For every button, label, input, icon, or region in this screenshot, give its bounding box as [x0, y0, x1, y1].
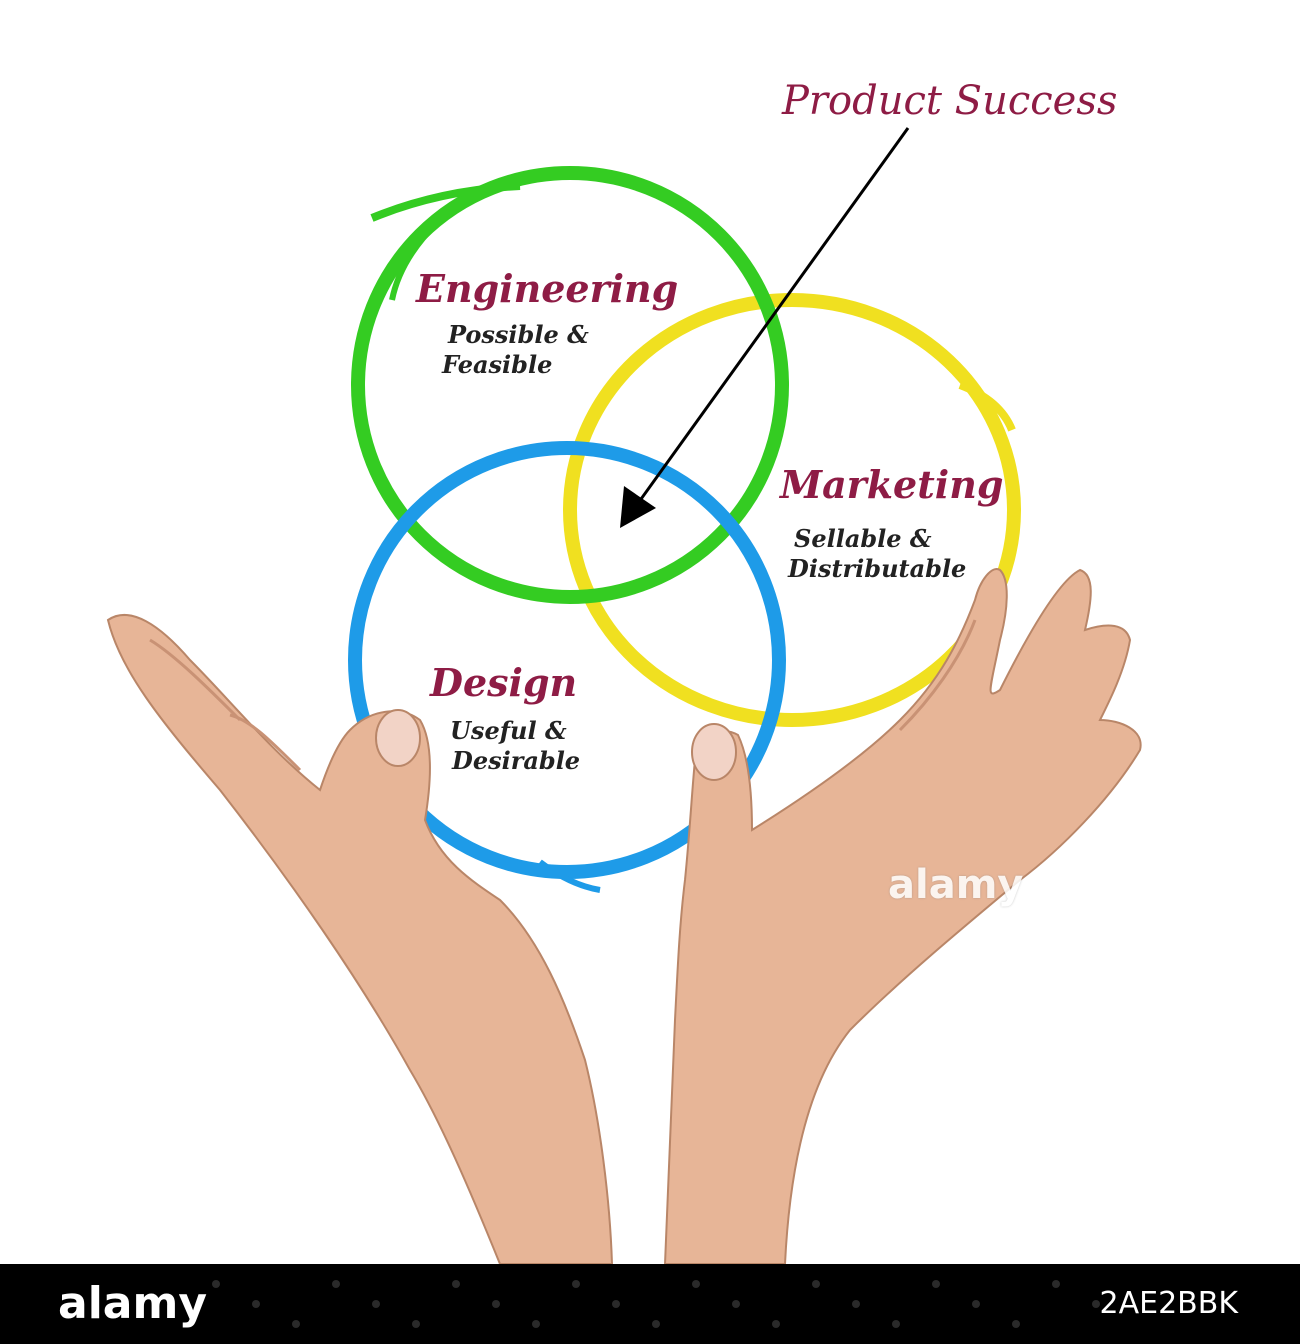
diagram-graphic — [106, 127, 1142, 1264]
diagram-title: Product Success — [782, 78, 1118, 124]
design-line-1: Useful & — [450, 716, 567, 745]
engineering-circle — [351, 166, 789, 604]
footer-dot-pattern — [212, 1280, 1100, 1328]
image-code: 2AE2BBK — [1099, 1286, 1239, 1321]
stock-footer-bar: alamy 2AE2BBK — [0, 1264, 1300, 1344]
marketing-circle — [563, 293, 1021, 727]
engineering-heading: Engineering — [416, 266, 679, 311]
marketing-heading: Marketing — [780, 462, 1004, 507]
right-thumbnail — [691, 723, 737, 781]
right-hand-image — [663, 568, 1142, 1264]
engineering-line-2: Feasible — [442, 350, 553, 379]
watermark: alamy — [888, 862, 1024, 908]
design-circle — [348, 441, 786, 893]
left-thumbnail — [375, 709, 421, 767]
marketing-line-2: Distributable — [788, 554, 967, 583]
design-heading: Design — [430, 660, 578, 705]
design-line-2: Desirable — [452, 746, 581, 775]
pointer-arrow — [620, 127, 910, 528]
diagram-canvas: Product Success Engineering Possible & F… — [106, 78, 1142, 1264]
marketing-line-1: Sellable & — [794, 524, 932, 553]
arrow-head-icon — [620, 486, 656, 528]
left-hand-image — [106, 614, 614, 1264]
engineering-line-1: Possible & — [448, 320, 589, 349]
footer-logo: alamy — [58, 1278, 207, 1329]
